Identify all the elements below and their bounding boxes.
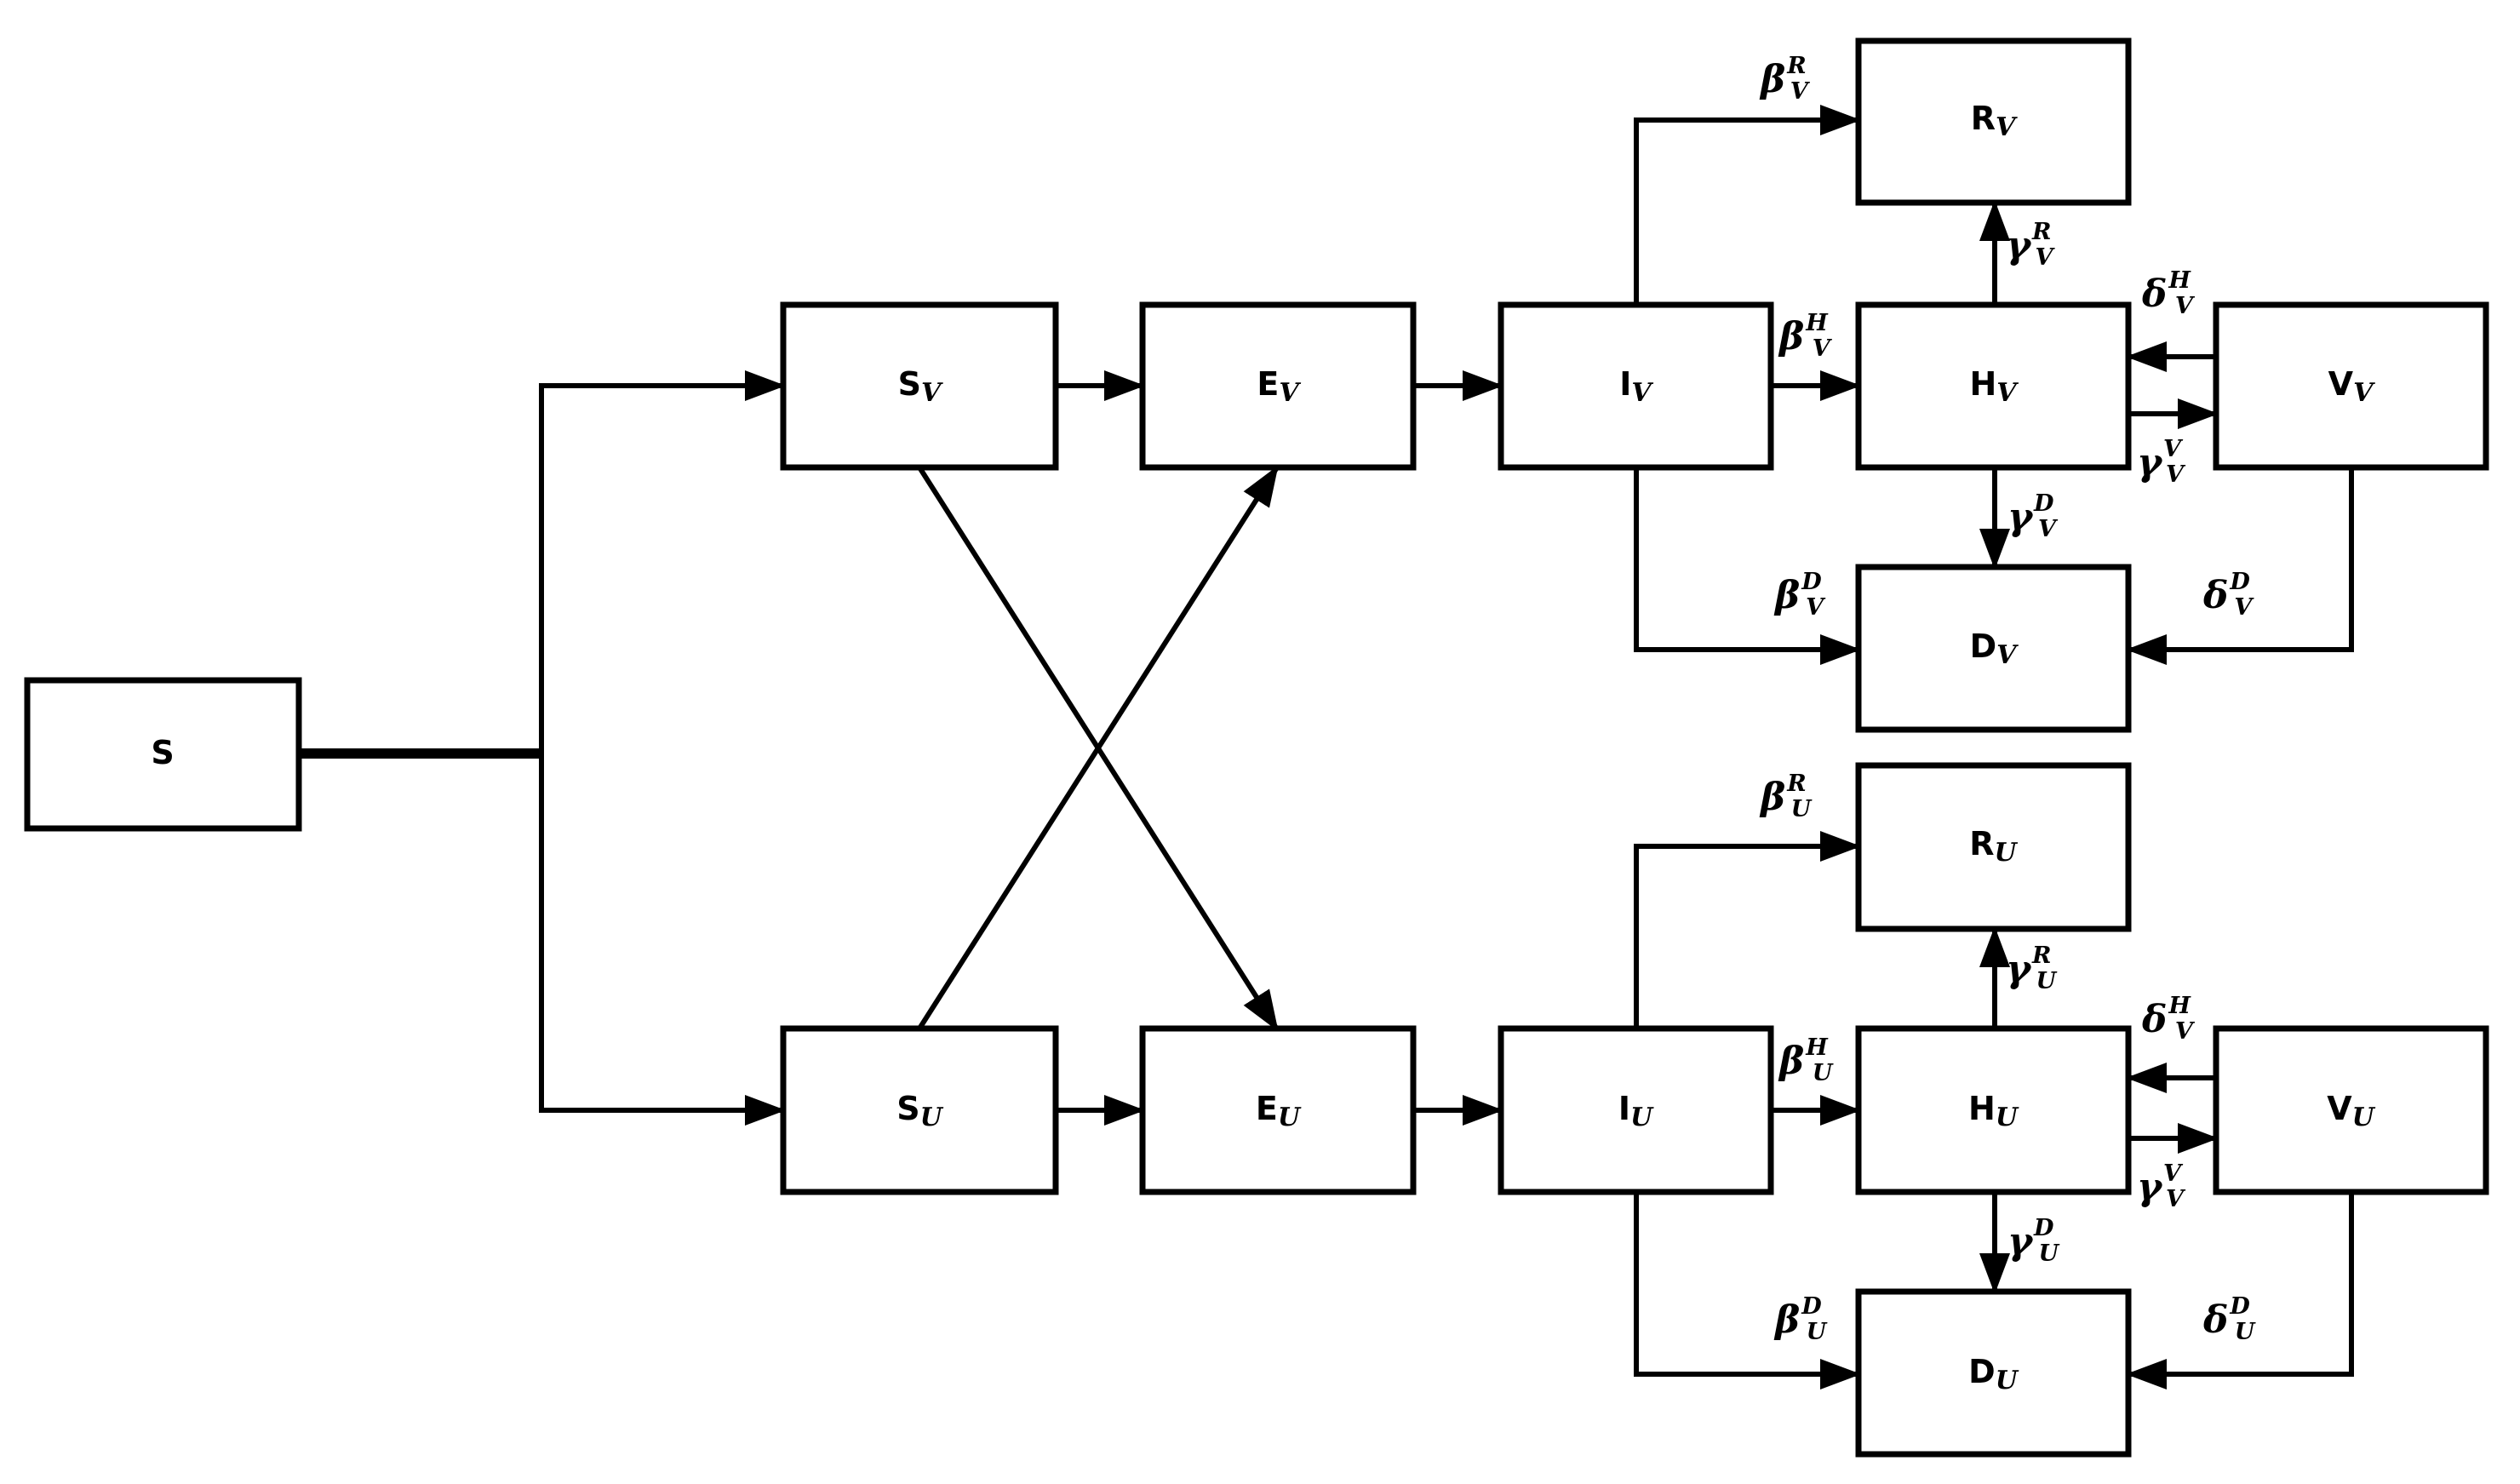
- svg-text:DV: DV: [1970, 627, 2019, 671]
- svg-text:HV: HV: [1969, 365, 2019, 409]
- node-iu-subscript: U: [1630, 1103, 1654, 1132]
- svg-text:SU: SU: [896, 1090, 943, 1133]
- svg-text:RV: RV: [1971, 100, 2018, 143]
- node-ev: EV: [1139, 301, 1417, 471]
- svg-text:SV: SV: [898, 365, 943, 409]
- node-du: DU: [1855, 1288, 2132, 1458]
- node-vv: VV: [2213, 301, 2489, 471]
- node-iv-subscript: V: [1631, 378, 1653, 408]
- edges: [299, 105, 2354, 1389]
- node-du-label: D: [1968, 1353, 1996, 1390]
- node-vu-subscript: U: [2352, 1103, 2376, 1132]
- svg-text:VU: VU: [2327, 1090, 2375, 1133]
- svg-text:DU: DU: [1968, 1353, 2019, 1396]
- node-vu: VU: [2213, 1025, 2489, 1195]
- node-ru-label: R: [1969, 825, 1994, 862]
- node-du-subscript: U: [1996, 1366, 2019, 1395]
- node-s-label: S: [151, 734, 174, 771]
- node-ru-subscript: U: [1995, 838, 2019, 868]
- node-hv-label: H: [1969, 365, 1996, 403]
- edge-s-to-su: [539, 753, 786, 1126]
- node-ev-label: E: [1257, 365, 1279, 403]
- node-vv-label: V: [2328, 365, 2354, 403]
- svg-text:HU: HU: [1968, 1090, 2019, 1133]
- node-su: SU: [780, 1025, 1059, 1195]
- node-hv: HV: [1855, 301, 2132, 471]
- edge-iv-to-rv: [1634, 105, 1861, 303]
- node-iv: IV: [1498, 301, 1774, 471]
- node-dv: DV: [1855, 564, 2132, 733]
- node-ru: RU: [1855, 762, 2132, 932]
- edge-iv-to-dv: [1634, 467, 1861, 665]
- node-sv-subscript: V: [921, 378, 943, 408]
- node-sv-label: S: [898, 365, 921, 403]
- svg-text:S: S: [151, 734, 174, 771]
- node-hu: HU: [1855, 1025, 2132, 1195]
- node-iu: IU: [1498, 1025, 1774, 1195]
- node-hu-label: H: [1968, 1090, 1996, 1127]
- edge-su-to-ev: [917, 465, 1280, 1030]
- node-eu: EU: [1139, 1025, 1417, 1195]
- edge-s-to-sv: [539, 370, 786, 753]
- svg-text:IV: IV: [1619, 365, 1653, 409]
- svg-text:VV: VV: [2328, 365, 2375, 409]
- node-eu-label: E: [1256, 1090, 1278, 1127]
- node-hu-subscript: U: [1996, 1103, 2019, 1132]
- node-rv-subscript: V: [1996, 112, 2018, 142]
- svg-text:RU: RU: [1969, 825, 2018, 868]
- node-dv-label: D: [1970, 627, 1997, 665]
- node-rv: RV: [1855, 37, 2132, 206]
- node-s: S: [24, 677, 302, 832]
- edge-vu-to-du: [2126, 1192, 2354, 1389]
- svg-text:EU: EU: [1256, 1090, 1302, 1133]
- node-dv-subscript: V: [1996, 640, 2019, 670]
- edge-iu-to-du: [1634, 1192, 1861, 1389]
- node-rv-label: R: [1971, 100, 1996, 137]
- node-sv: SV: [780, 301, 1059, 471]
- node-iv-label: I: [1619, 365, 1631, 403]
- node-iu-label: I: [1618, 1090, 1630, 1127]
- node-vv-subscript: V: [2353, 378, 2375, 408]
- edge-iu-to-ru: [1634, 831, 1861, 1028]
- node-ev-subscript: V: [1279, 378, 1301, 408]
- node-vu-label: V: [2327, 1090, 2352, 1127]
- node-su-subscript: U: [920, 1103, 944, 1132]
- node-su-label: S: [896, 1090, 919, 1127]
- node-hv-subscript: V: [1996, 378, 2019, 408]
- edge-vv-to-dv: [2126, 467, 2354, 665]
- node-eu-subscript: U: [1278, 1103, 1302, 1132]
- nodes: S SV EV IV RV HV VV DV: [24, 37, 2489, 1458]
- svg-text:EV: EV: [1257, 365, 1301, 409]
- svg-text:IU: IU: [1618, 1090, 1654, 1133]
